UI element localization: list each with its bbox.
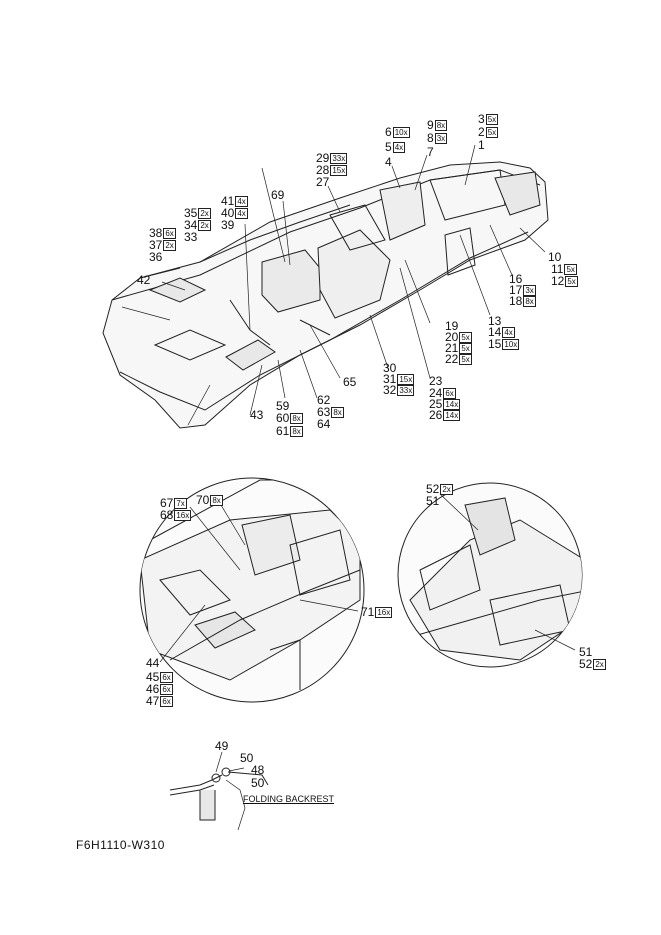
- callout-48: 48: [251, 763, 265, 777]
- callout-58: 64: [317, 417, 331, 431]
- callout-42: 42: [137, 273, 151, 287]
- callout-51-top: 51: [426, 494, 440, 508]
- callout-44: 44: [146, 656, 160, 670]
- callout-50-upper: 50: [240, 751, 254, 765]
- callout-51-bottom: 51: [579, 645, 593, 659]
- callout-10: 10: [548, 250, 562, 264]
- callout-39: 39: [221, 218, 235, 232]
- diagram-code: F6H1110-W310: [76, 838, 165, 852]
- callout-30: 30: [383, 361, 397, 375]
- callout-4: 4: [385, 155, 392, 169]
- callout-23: 23: [429, 374, 443, 388]
- callout-49: 49: [215, 739, 229, 753]
- callout-59: 65: [343, 375, 357, 389]
- backrest-detail-circle: [397, 482, 583, 668]
- callout-27: 27: [316, 175, 330, 189]
- callout-33: 33: [184, 230, 198, 244]
- callout-16: 16: [509, 272, 523, 286]
- hinge-detail: [169, 751, 269, 831]
- callout-13: 13: [488, 314, 502, 328]
- callout-56: 62: [317, 393, 331, 407]
- callout-7: 7: [427, 145, 434, 159]
- callout-1: 1: [478, 138, 485, 152]
- callout-43: 43: [250, 408, 264, 422]
- callout-19: 19: [445, 319, 459, 333]
- folding-backrest-label: FOLDING BACKREST: [243, 794, 335, 804]
- callout-62: 69: [271, 188, 285, 202]
- callout-65-qty: 8x: [210, 495, 223, 507]
- seat-detail-circle: [139, 477, 365, 703]
- callout-50-lower: 50: [251, 776, 265, 790]
- callout-53: 59: [276, 399, 290, 413]
- callout-36: 36: [149, 250, 163, 264]
